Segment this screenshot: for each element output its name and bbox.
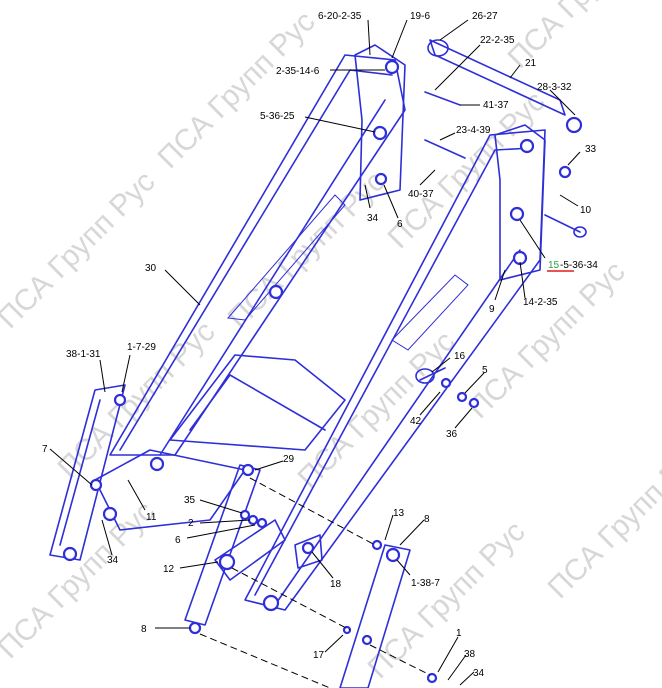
- callout-label: 8: [141, 624, 147, 635]
- watermark-text: ПСА Групп Рус: [542, 435, 662, 605]
- callout-label: 14-2-35: [523, 297, 558, 308]
- callout-label: 34: [473, 668, 485, 679]
- callout-label: 38: [464, 649, 476, 660]
- callout-label: 33: [585, 144, 597, 155]
- callout-label: 28-3-32: [537, 82, 572, 93]
- callout-label: 17: [313, 650, 325, 661]
- callout-label: 35: [184, 495, 196, 506]
- callout-label: 38-1-31: [66, 349, 101, 360]
- callout-label: 40-37: [408, 189, 434, 200]
- callout-label: 2: [188, 518, 194, 529]
- callout-label: 1: [456, 628, 462, 639]
- callout-label: 11: [146, 512, 157, 523]
- callout-label: 19-6: [410, 11, 430, 22]
- bushings: [62, 59, 583, 684]
- callout-label: 36: [446, 429, 458, 440]
- arm-drawing: [49, 39, 587, 688]
- callout-label: 13: [393, 508, 405, 519]
- highlighted-callout-number: 15: [548, 260, 560, 271]
- callout-label: 9: [489, 304, 495, 315]
- watermark-text: ПСА Групп Рус: [462, 255, 632, 425]
- callout-label: 41-37: [483, 100, 509, 111]
- callout-label: 23-4-39: [456, 125, 491, 136]
- callout-label: 18: [330, 579, 342, 590]
- callout-labels: 6-20-2-35 19-6 26-27 22-2-35 2-35-14-6 2…: [42, 11, 598, 679]
- callout-label: 12: [163, 564, 175, 575]
- callout-label: 6: [175, 535, 181, 546]
- watermark-text: ПСА Групп Рус: [152, 5, 322, 175]
- callout-label: 30: [145, 263, 157, 274]
- callout-label: 7: [42, 444, 48, 455]
- callout-label: -5-36-34: [560, 260, 598, 271]
- callout-label: 29: [283, 454, 295, 465]
- callout-label: 34: [367, 213, 379, 224]
- callout-label: 6-20-2-35: [318, 11, 362, 22]
- callout-label: 1-38-7: [411, 578, 440, 589]
- callout-label: 21: [525, 58, 537, 69]
- assembly-lines: [199, 477, 431, 688]
- callout-label: 5-36-25: [260, 111, 295, 122]
- callout-label: 5: [482, 365, 488, 376]
- callout-label: 22-2-35: [480, 35, 515, 46]
- callout-label: 6: [397, 219, 403, 230]
- callout-label: 26-27: [472, 11, 498, 22]
- watermark-text: ПСА Групп Рус: [0, 495, 162, 665]
- callout-label: 8: [424, 514, 430, 525]
- callout-label: 10: [580, 205, 592, 216]
- callout-label: 42: [410, 416, 422, 427]
- callout-label: 1-7-29: [127, 342, 156, 353]
- callout-label: 16: [454, 351, 466, 362]
- callout-label: 2-35-14-6: [276, 66, 320, 77]
- callout-label: 34: [107, 555, 119, 566]
- leader-lines: [49, 19, 581, 686]
- watermark-text: ПСА Групп Рус: [362, 515, 532, 685]
- watermark-text: ПСА Групп Рус: [0, 165, 162, 335]
